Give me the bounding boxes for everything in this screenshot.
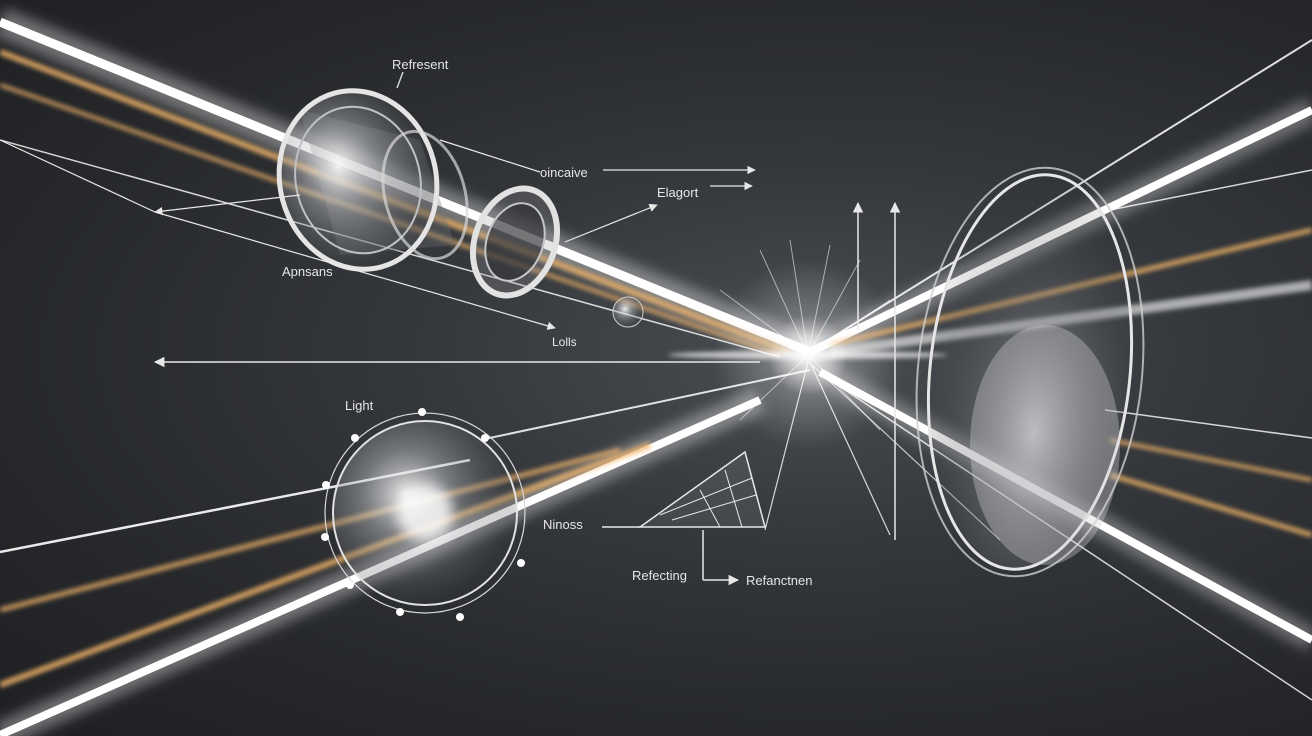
label-light: Light [345, 398, 374, 413]
label-ninoss: Ninoss [543, 517, 583, 532]
large-convex-lens [915, 166, 1145, 578]
label-refecting: Refecting [632, 568, 687, 583]
label-apnsans: Apnsans [282, 264, 333, 279]
label-refresent: Refresent [392, 57, 449, 72]
glass-sphere-small [612, 296, 644, 328]
prism-triangle [602, 450, 766, 586]
label-lolls: Lolls [552, 335, 577, 349]
cylinder-lens-large [276, 71, 469, 272]
diagram-labels: Refresent oincaive Elagort Apnsans Lolls… [282, 57, 813, 588]
label-oincaive: oincaive [540, 165, 588, 180]
sphere-lens [321, 408, 526, 621]
central-light-flare [668, 239, 948, 450]
ring-lens-small [469, 185, 561, 299]
vertical-arrows [852, 201, 901, 540]
label-elagort: Elagort [657, 185, 699, 200]
upper-leader-lines [0, 139, 756, 330]
label-refanctnen: Refanctnen [746, 573, 813, 588]
